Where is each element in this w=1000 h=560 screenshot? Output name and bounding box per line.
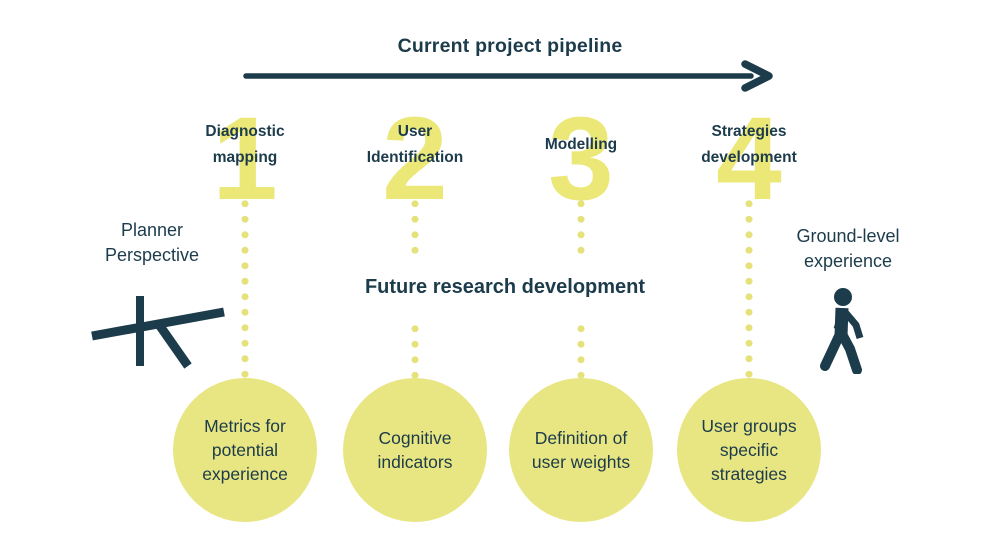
dotted-line xyxy=(745,196,753,382)
outcome-circle: Definition of user weights xyxy=(509,378,653,522)
page-title: Current project pipeline xyxy=(397,35,623,57)
stage-label: User Identification xyxy=(366,123,464,166)
seesaw-icon xyxy=(91,296,225,369)
dotted-line xyxy=(411,196,419,258)
outcome-circle: User groups specific strategies xyxy=(677,378,821,522)
stage-label: Modelling xyxy=(544,136,618,153)
outcome-circle: Metrics for potential experience xyxy=(173,378,317,522)
dotted-line xyxy=(577,196,585,258)
stage-column: 2 User Identification Cognitive indicato… xyxy=(325,0,505,560)
stage-column: 4 Strategies development User groups spe… xyxy=(659,0,839,560)
stage-column: 1 Diagnostic mapping Metrics for potenti… xyxy=(155,0,335,560)
stage-column: 3 Modelling Definition of user weights xyxy=(491,0,671,560)
stage-label: Strategies development xyxy=(701,123,797,166)
dotted-line xyxy=(411,321,419,381)
dotted-line xyxy=(241,196,249,382)
future-research-title: Future research development xyxy=(364,276,646,298)
planner-perspective-label: Planner Perspective xyxy=(104,220,200,265)
outcome-circle: Cognitive indicators xyxy=(343,378,487,522)
ground-level-label: Ground-level experience xyxy=(796,226,900,271)
walking-person-icon xyxy=(820,288,864,374)
right-arrow-icon xyxy=(243,60,773,92)
stage-label: Diagnostic mapping xyxy=(205,123,285,166)
dotted-line xyxy=(577,321,585,381)
